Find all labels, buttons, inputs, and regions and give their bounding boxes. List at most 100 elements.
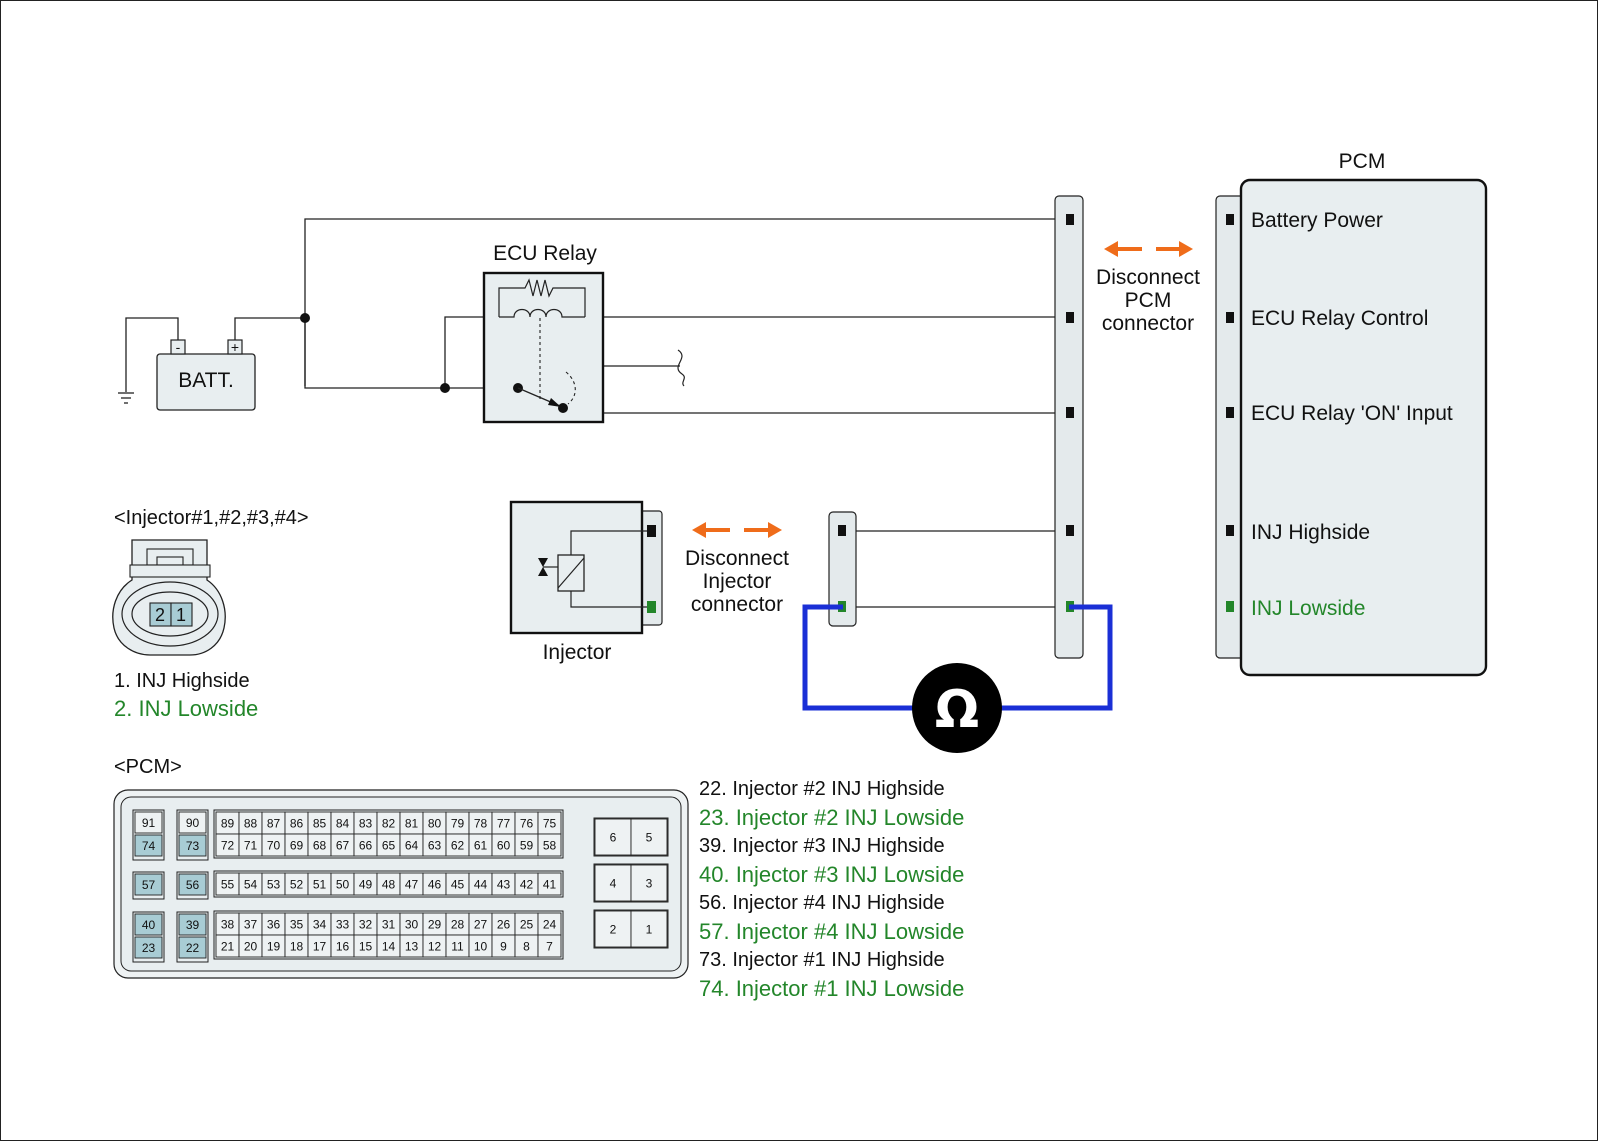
injector-legend-2: 2. INJ Lowside [114,696,258,721]
pcm-pin-12: 12 [422,934,447,958]
injector: Injector [509,500,663,664]
pcm-module-title: PCM [1339,150,1386,173]
svg-text:45: 45 [451,878,465,892]
injector-pin-1 [170,602,193,627]
pcm-pin-59: 59 [514,833,539,857]
ohmmeter-icon: Ω [912,663,1002,753]
pcm-pin-18: 18 [284,934,309,958]
pcm-legend-item: 57. Injector #4 INJ Lowside [699,919,964,944]
svg-text:87: 87 [267,817,281,831]
pcm-pin-40: 40 [134,913,163,936]
pcm-pin-76: 76 [514,811,539,835]
svg-text:80: 80 [428,817,442,831]
pcm-pin-14: 14 [376,934,401,958]
pcm-pin-37: 37 [238,912,263,936]
injector-legend-1: 1. INJ Highside [114,670,250,692]
pcm-pin-88: 88 [238,811,263,835]
svg-text:9: 9 [500,940,507,954]
pcm-pin-58: 58 [537,833,562,857]
pcm-pin-8: 8 [514,934,539,958]
svg-text:81: 81 [405,817,419,831]
svg-text:35: 35 [290,918,304,932]
pcm-pin-81: 81 [399,811,424,835]
svg-text:31: 31 [382,918,396,932]
svg-text:15: 15 [359,940,373,954]
pcm-pin-3: 3 [630,864,668,902]
svg-text:84: 84 [336,817,350,831]
pcm-legend-item: 74. Injector #1 INJ Lowside [699,976,964,1001]
pcm-single-pin-frame [176,871,209,900]
relay-switch-arrow [548,398,561,407]
pcm-pin-inj-lowside: INJ Lowside [1251,597,1365,620]
relay-on-input-wire [588,366,1069,414]
pcm-pin-39: 39 [178,913,207,936]
svg-text:74: 74 [142,839,156,853]
svg-text:71: 71 [244,839,258,853]
svg-text:25: 25 [520,918,534,932]
svg-text:32: 32 [359,918,373,932]
pcm-pin-72: 72 [215,833,240,857]
pcm-pin-ecu-relay-on-input: ECU Relay 'ON' Input [1251,402,1453,425]
svg-text:5: 5 [646,831,653,845]
svg-text:91: 91 [142,816,156,830]
svg-text:83: 83 [359,817,373,831]
pcm-pin-15: 15 [353,934,378,958]
pcm-pin-23: 23 [134,936,163,959]
pcm-pin-10: 10 [468,934,493,958]
svg-text:Ω: Ω [935,680,979,740]
pcm-pin-26: 26 [491,912,516,936]
pcm-pin-90: 90 [178,811,207,834]
pcm-pin-16: 16 [330,934,355,958]
pcm-pin-61: 61 [468,833,493,857]
pcm-pin-57: 57 [134,873,163,896]
svg-text:27: 27 [474,918,488,932]
svg-text:63: 63 [428,839,442,853]
svg-text:8: 8 [523,940,530,954]
pcm-legend-item: 23. Injector #2 INJ Lowside [699,805,964,830]
pcm-disconnect-label: Disconnect PCM connector [1096,266,1200,335]
ground-wire [125,317,179,392]
pcm-pin-block-frame [213,809,564,859]
pcm-legend-item: 22. Injector #2 INJ Highside [699,778,945,800]
svg-text:1: 1 [646,923,653,937]
pcm-pin-47: 47 [399,872,424,896]
svg-text:51: 51 [313,878,327,892]
svg-text:24: 24 [543,918,557,932]
pcm-pin-21: 21 [215,934,240,958]
pcm-pin-49: 49 [353,872,378,896]
pcm-pin-48: 48 [376,872,401,896]
pcm-module-box [1239,178,1488,677]
svg-text:77: 77 [497,817,511,831]
pcm-pin-54: 54 [238,872,263,896]
svg-text:19: 19 [267,940,281,954]
injector-disconnect-label: Disconnect Injector connector [685,547,789,616]
svg-text:23: 23 [142,941,156,955]
pcm-pin-52: 52 [284,872,309,896]
svg-text:11: 11 [451,940,464,954]
battery-label: BATT. [178,369,234,392]
svg-text:2: 2 [610,923,617,937]
svg-text:75: 75 [543,817,557,831]
svg-text:41: 41 [543,878,557,892]
pcm-pin-64: 64 [399,833,424,857]
pcm-pin-82: 82 [376,811,401,835]
svg-text:10: 10 [474,940,488,954]
pcm-pin-6: 6 [594,818,632,856]
svg-text:38: 38 [221,918,235,932]
svg-text:56: 56 [186,878,200,892]
pcm-pin-78: 78 [468,811,493,835]
svg-text:17: 17 [313,940,327,954]
pcm-pin-28: 28 [445,912,470,936]
pcm-module: PCM Battery Power ECU Relay Control ECU … [1215,150,1488,677]
svg-text:62: 62 [451,839,465,853]
svg-text:2: 2 [155,605,165,625]
svg-text:connector: connector [1102,312,1194,335]
svg-text:Injector: Injector [703,570,772,593]
pcm-pin-62: 62 [445,833,470,857]
svg-text:50: 50 [336,878,350,892]
injector-harness-connector [828,511,857,627]
pcm-single-pin-frame [176,809,209,861]
injector-valve-icon [538,558,558,576]
svg-text:36: 36 [267,918,281,932]
